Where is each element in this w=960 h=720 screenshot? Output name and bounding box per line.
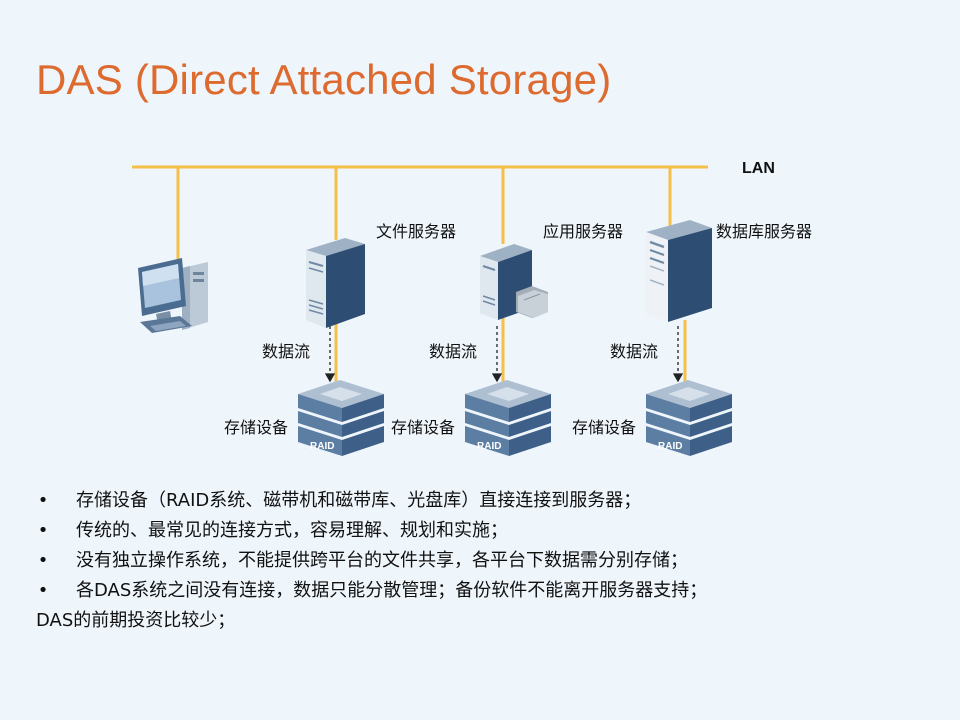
bullet-dot: • bbox=[37, 490, 49, 511]
bullet-dot: • bbox=[37, 550, 49, 571]
bullet-text: 传统的、最常见的连接方式，容易理解、规划和实施； bbox=[76, 520, 508, 541]
bullet-text: 没有独立操作系统，不能提供跨平台的文件共享，各平台下数据需分别存储； bbox=[76, 550, 688, 571]
raid-storage-icon-1 bbox=[298, 380, 384, 456]
db-server-label: 数据库服务器 bbox=[716, 222, 812, 241]
workstation-icon bbox=[138, 258, 208, 333]
lan-label: LAN bbox=[742, 160, 775, 177]
data-flow-label-2: 数据流 bbox=[429, 342, 477, 361]
bullet-text: 各DAS系统之间没有连接，数据只能分散管理；备份软件不能离开服务器支持； bbox=[76, 580, 708, 601]
storage-label-1: 存储设备 bbox=[224, 418, 288, 437]
bullet-text: 存储设备（RAID系统、磁带机和磁带库、光盘库）直接连接到服务器； bbox=[76, 490, 642, 511]
raid-storage-icon-2 bbox=[465, 380, 551, 456]
slide-title: DAS (Direct Attached Storage) bbox=[36, 56, 612, 103]
bullet-item: • 传统的、最常见的连接方式，容易理解、规划和实施； bbox=[36, 516, 936, 546]
bullet-item: • 没有独立操作系统，不能提供跨平台的文件共享，各平台下数据需分别存储； bbox=[36, 546, 936, 576]
data-flow-label-3: 数据流 bbox=[610, 342, 658, 361]
bullet-dot: • bbox=[37, 580, 49, 601]
db-server-icon bbox=[646, 220, 712, 322]
data-flow-label-1: 数据流 bbox=[262, 342, 310, 361]
raid-storage-icon-3 bbox=[646, 380, 732, 456]
bullet-dot: • bbox=[37, 520, 49, 541]
summary-line: DAS的前期投资比较少； bbox=[36, 610, 236, 631]
bullet-item: • 各DAS系统之间没有连接，数据只能分散管理；备份软件不能离开服务器支持； bbox=[36, 576, 936, 606]
raid-label-1: RAID bbox=[310, 441, 334, 452]
data-flow-arrow-1 bbox=[324, 326, 336, 383]
das-diagram: LAN 文件服 bbox=[132, 160, 812, 456]
storage-label-2: 存储设备 bbox=[391, 418, 455, 437]
storage-label-3: 存储设备 bbox=[572, 418, 636, 437]
bullet-list: • 存储设备（RAID系统、磁带机和磁带库、光盘库）直接连接到服务器； • 传统的、… bbox=[36, 486, 936, 636]
data-flow-arrow-3 bbox=[672, 326, 684, 383]
raid-label-3: RAID bbox=[658, 441, 682, 452]
file-server-label: 文件服务器 bbox=[376, 222, 456, 241]
file-server-icon bbox=[306, 238, 365, 328]
bullet-item: • 存储设备（RAID系统、磁带机和磁带库、光盘库）直接连接到服务器； bbox=[36, 486, 936, 516]
raid-label-2: RAID bbox=[477, 441, 501, 452]
data-flow-arrow-2 bbox=[491, 326, 503, 383]
app-server-label: 应用服务器 bbox=[543, 222, 623, 241]
folder-icon bbox=[516, 286, 548, 318]
